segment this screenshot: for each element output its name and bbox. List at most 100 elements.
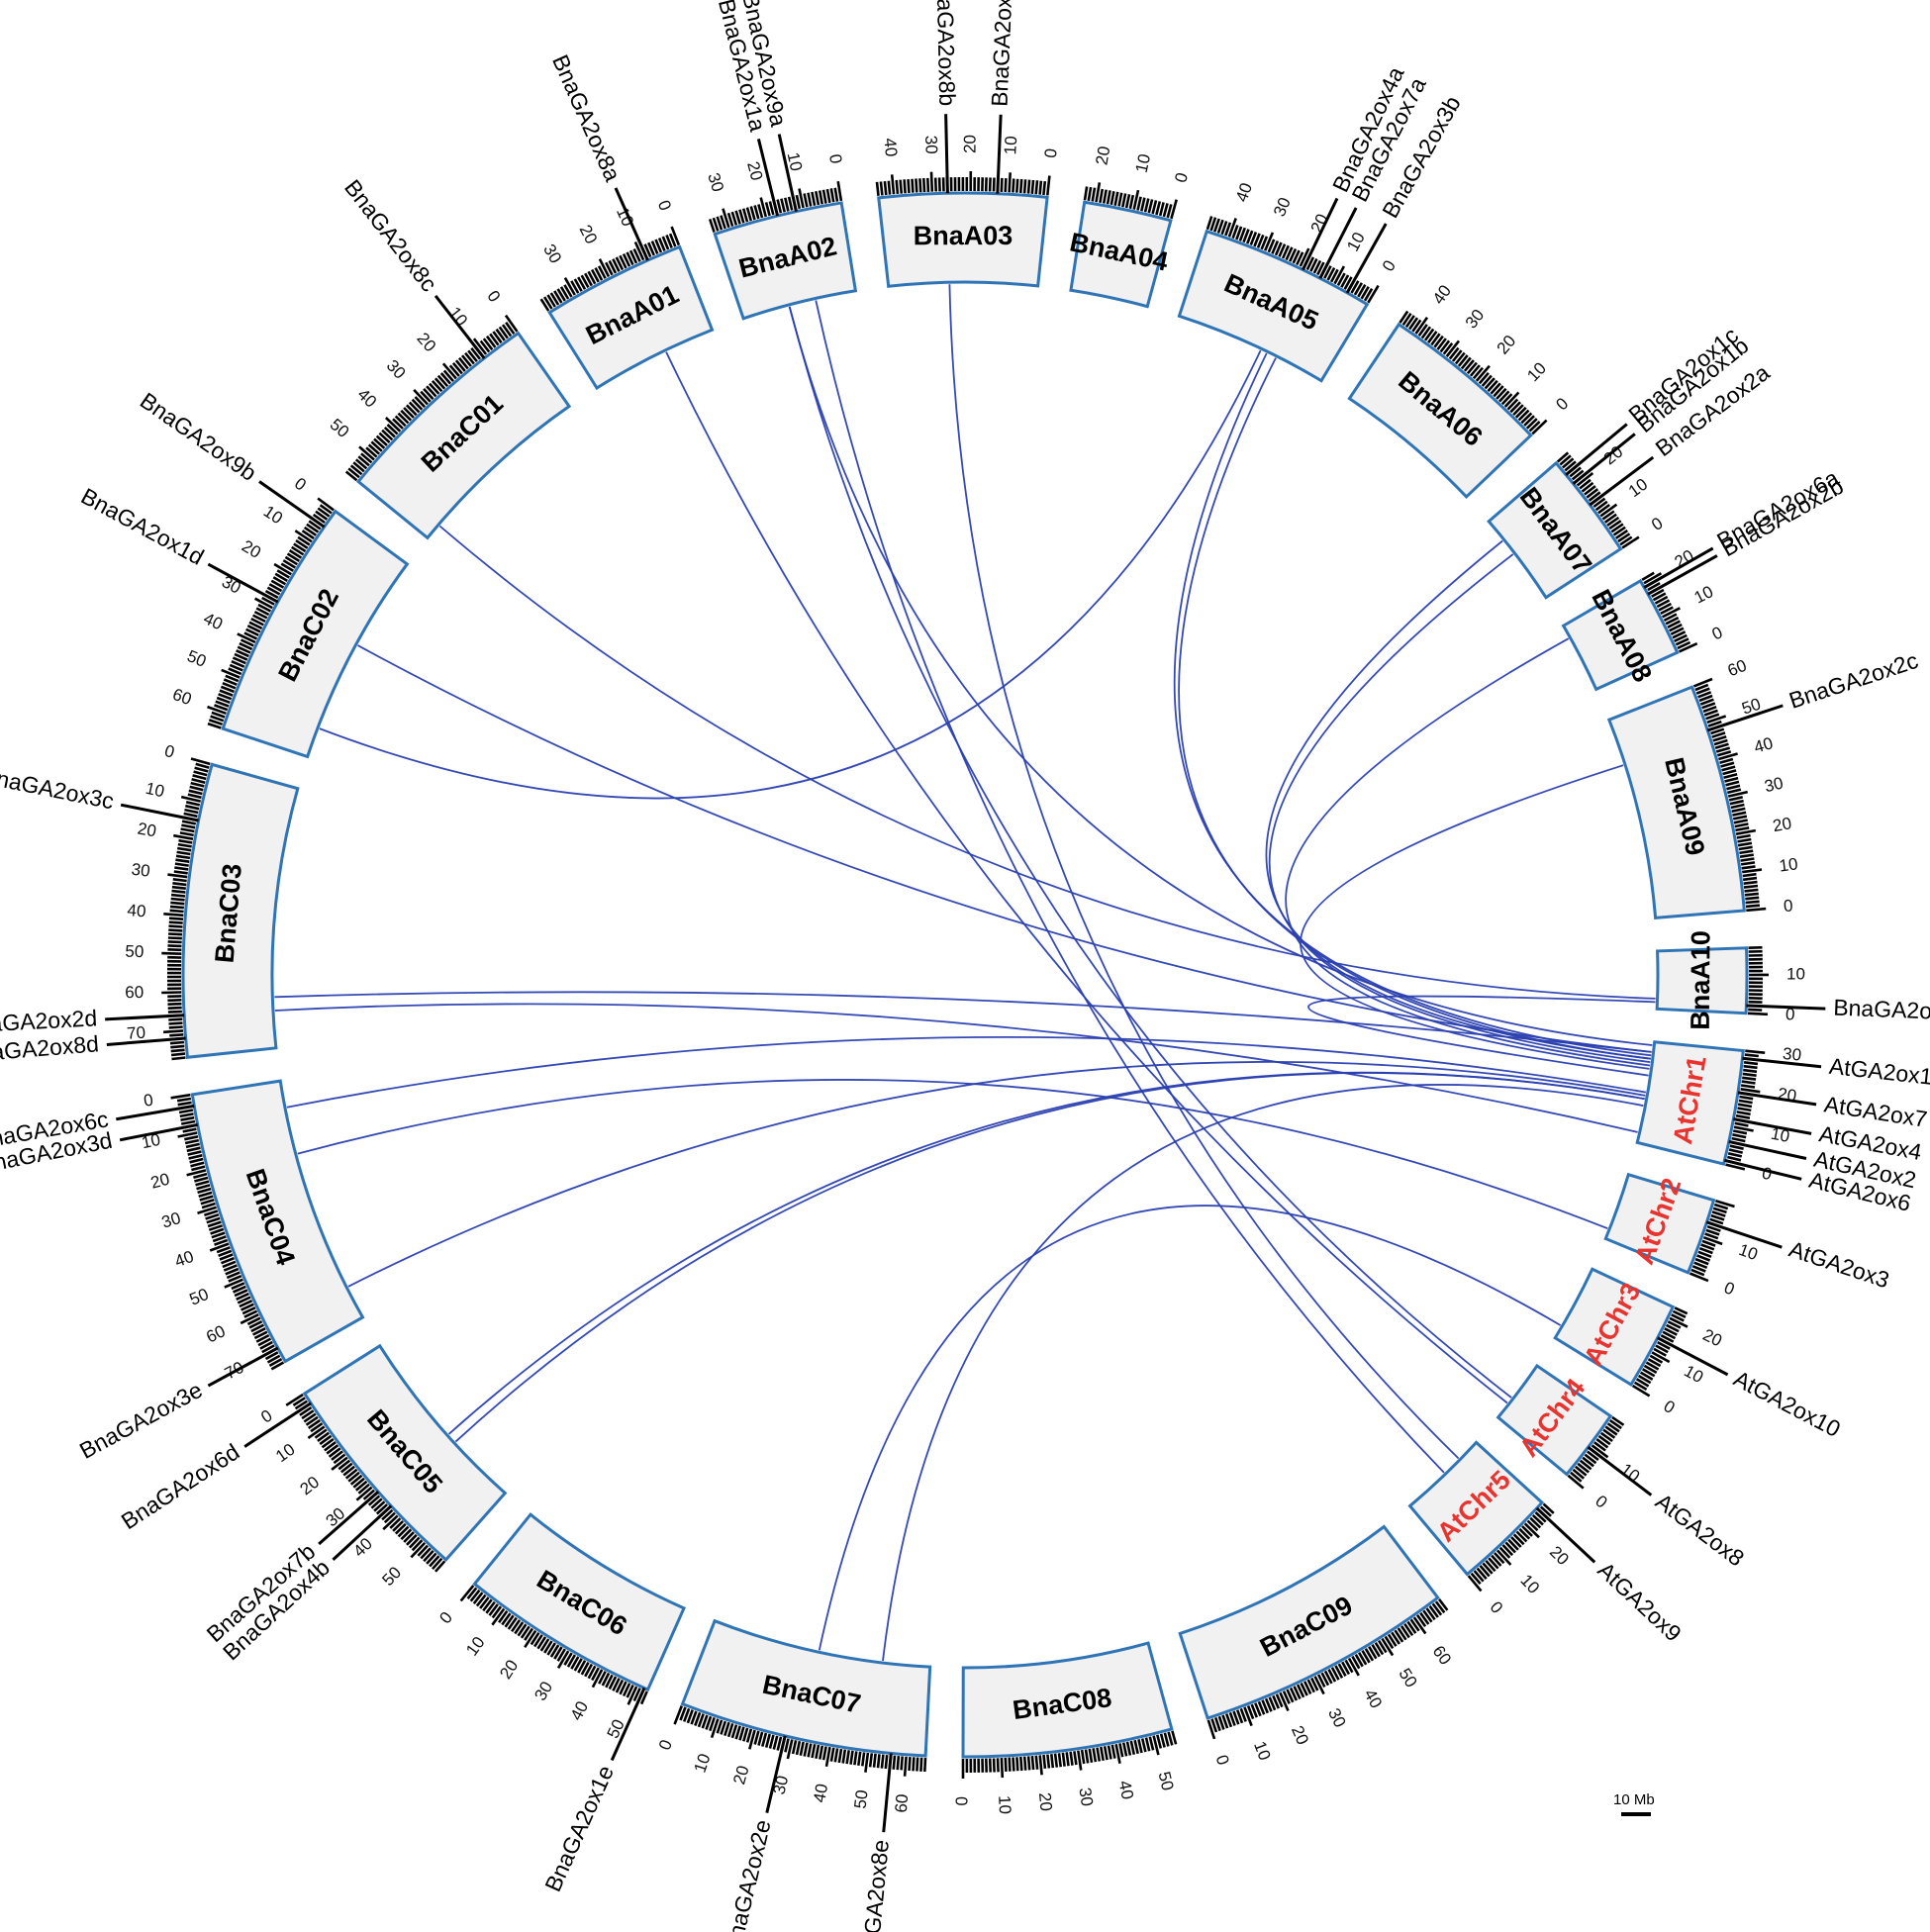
tick-label: 30 <box>531 1679 556 1704</box>
synteny-link-AtChr1-BnaC05 <box>454 1072 1645 1443</box>
chromosome-box <box>181 762 300 1059</box>
tick-label: 20 <box>297 1473 324 1499</box>
scale-bar-label: 10 Mb <box>1613 1791 1655 1808</box>
gene-label: BnaGA2ox8b <box>931 0 960 106</box>
gene-label: BnaGA2ox6d <box>117 1438 244 1534</box>
gene-marker-line <box>610 1687 646 1762</box>
tick-label: 40 <box>1232 180 1256 204</box>
gene-AtGA2ox9: AtGA2ox9 <box>1535 1506 1687 1646</box>
gene-label: BnaGA2ox6a <box>1712 464 1843 553</box>
tick-label: 50 <box>187 1285 212 1309</box>
gene-AtGA2ox10: AtGA2ox10 <box>1657 1336 1845 1442</box>
synteny-link-AtChr1-BnaA05 <box>1178 357 1651 1060</box>
synteny-link-AtChr1-BnaA10 <box>1307 995 1656 1077</box>
chromosome-box <box>1606 685 1746 919</box>
gene-label: BnaGA2ox2e <box>720 1817 776 1932</box>
tick-label: 20 <box>136 819 157 840</box>
tick-label: 10 <box>272 1440 298 1466</box>
tick-label: 20 <box>1035 1791 1056 1812</box>
tick-label: 20 <box>1288 1723 1312 1748</box>
chromosome-box <box>1561 578 1680 692</box>
synteny-link-AtChr1-BnaA07 <box>1268 553 1651 1063</box>
tick-label: 10 <box>1001 136 1020 155</box>
tick-label: 50 <box>1395 1665 1420 1690</box>
gene-BnaGA2ox8c: BnaGA2ox8c <box>339 175 486 359</box>
tick-marks <box>961 1730 1178 1779</box>
gene-label: BnaGA2ox8d <box>0 1030 100 1067</box>
gene-label: AtGA2ox3 <box>1785 1236 1892 1294</box>
gene-label: BnaGA2ox3c <box>0 762 116 814</box>
gene-marker-line <box>1733 1117 1812 1135</box>
tick-label: 0 <box>1041 147 1061 158</box>
synteny-link-AtChr1-BnaC02 <box>357 644 1652 1053</box>
chromosome-label: BnaA03 <box>914 221 1013 250</box>
tick-label: 0 <box>1721 1278 1737 1299</box>
chromosome-box <box>355 331 572 540</box>
gene-marker-line <box>1565 423 1628 476</box>
tick-label: 10 <box>1523 358 1550 385</box>
tick-label: 20 <box>239 536 264 562</box>
gene-BnaGA2ox8b: BnaGA2ox8b <box>931 0 960 194</box>
tick-label: 30 <box>159 1208 183 1232</box>
chromosome-box <box>680 1618 932 1758</box>
tick-label: 0 <box>483 287 504 306</box>
gene-label: AtGA2ox8 <box>1651 1488 1749 1571</box>
tick-label: 40 <box>201 609 226 633</box>
tick-label: 0 <box>435 1608 456 1627</box>
tick-label: 50 <box>1154 1770 1177 1792</box>
gene-marker-line <box>1587 1446 1653 1497</box>
tick-label: 10 <box>462 1633 488 1659</box>
tick-label: 10 <box>144 779 166 802</box>
tick-label: 30 <box>539 241 565 266</box>
tick-label: 0 <box>952 1796 971 1806</box>
tick-label: 50 <box>184 646 209 671</box>
tick-label: 40 <box>172 1247 196 1271</box>
tick-label: 0 <box>1760 1164 1774 1185</box>
tick-label: 0 <box>655 1737 676 1753</box>
tick-marks <box>1206 216 1380 304</box>
tick-label: 20 <box>414 329 440 355</box>
tick-label: 0 <box>1592 1492 1610 1512</box>
synteny-link-AtChr1-BnaC07 <box>882 1084 1644 1662</box>
gene-BnaGA2ox2e: BnaGA2ox2e <box>720 1735 787 1932</box>
tick-label: 60 <box>125 983 144 1002</box>
gene-BnaGA2ox7b: BnaGA2ox7b <box>202 1491 380 1647</box>
gene-BnaGA2ox6a: BnaGA2ox6a <box>1643 464 1843 589</box>
gene-marker-line <box>1746 1004 1826 1011</box>
tick-label: 10 <box>691 1751 715 1775</box>
tick-label: 0 <box>1783 896 1793 916</box>
tick-label: 0 <box>1171 170 1192 184</box>
tick-label: 20 <box>1772 814 1793 835</box>
synteny-link-AtChr1-BnaC05 <box>447 1071 1645 1435</box>
tick-marks <box>673 1705 927 1777</box>
gene-label: BnaGA2ox8e <box>855 1839 894 1932</box>
tick-label: 20 <box>1699 1325 1724 1350</box>
synteny-link-BnaC01-BnaA10 <box>438 525 1656 1000</box>
tick-label: 60 <box>170 685 194 709</box>
tick-label: 60 <box>892 1793 912 1813</box>
chromosome-box <box>190 1079 365 1364</box>
chromosome-box <box>302 1343 508 1562</box>
synteny-link-AtChr2-BnaC04 <box>297 1079 1608 1230</box>
tick-label: 10 <box>784 150 806 172</box>
chromosome-box <box>1655 946 1749 1015</box>
synteny-link-AtChr1-BnaC04 <box>286 1035 1647 1109</box>
gene-BnaGA2ox3c: BnaGA2ox3c <box>0 762 199 822</box>
tick-label: 50 <box>850 1788 871 1809</box>
tick-marks <box>1556 451 1640 549</box>
tick-label: 30 <box>1075 1787 1097 1807</box>
chromosome-box <box>1553 1267 1676 1387</box>
tick-label: 30 <box>704 170 727 194</box>
gene-marker-line <box>777 134 798 212</box>
